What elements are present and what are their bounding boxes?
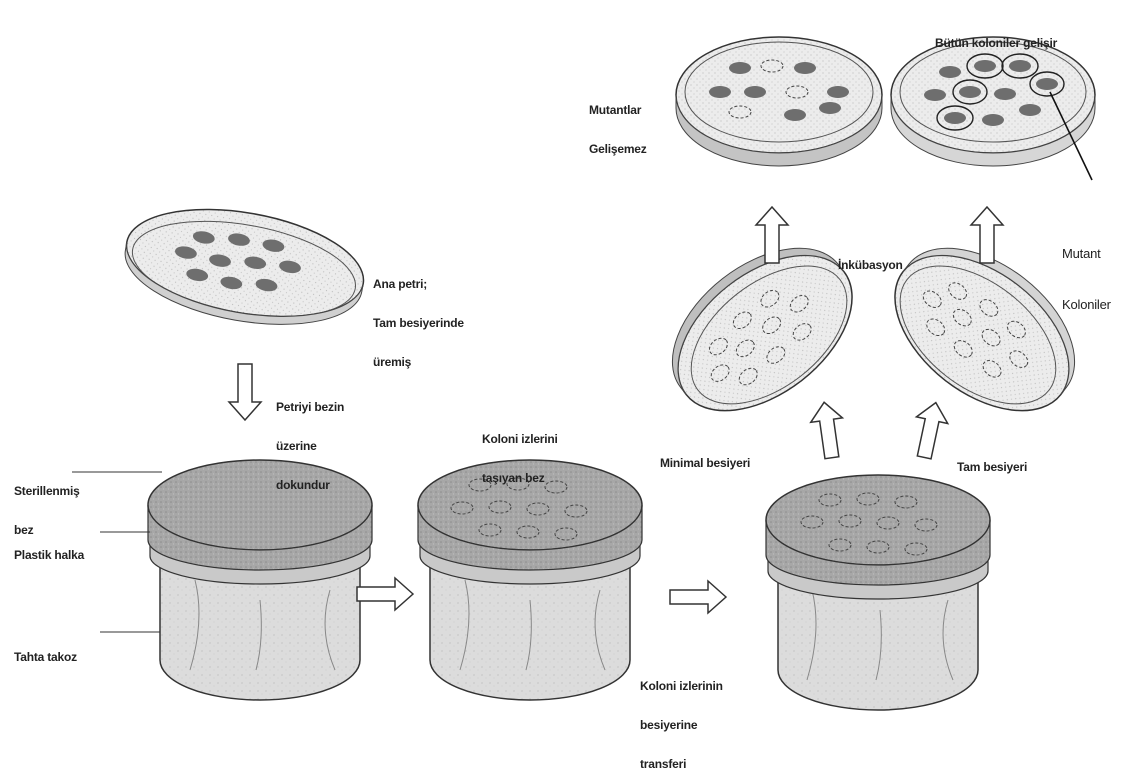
mutant-colonies-label: Mutant Koloniler [1062, 211, 1111, 330]
arrow-down-icon [229, 364, 261, 420]
minimal-medium-label: Minimal besiyeri [660, 431, 750, 483]
mutants-fail-label: Mutantlar Gelişemez [589, 78, 647, 169]
master-petri-dish [117, 193, 372, 341]
arrow-up-icon [808, 400, 847, 460]
incubation-label: İnkübasyon [838, 233, 903, 285]
incubated-minimal-petri-dish [676, 37, 882, 166]
full-medium-label: Tam besiyeri [957, 435, 1027, 487]
transfer-label: Koloni izlerinin besiyerine transferi [640, 654, 723, 784]
touch-plate-label: Petriyi bezin üzerine dokundur [276, 375, 344, 505]
colony-imprint-label: Koloni izlerini taşıyan bez [482, 407, 558, 498]
master-plate-label: Ana petri; Tam besiyerinde üremiş [373, 252, 464, 382]
wood-block-label: Tahta takoz [14, 625, 77, 677]
arrow-up-icon [909, 399, 952, 460]
all-grow-label: Bütün koloniler gelişir [935, 11, 1057, 63]
arrow-right-icon [357, 578, 413, 610]
plastic-ring-label: Plastik halka [14, 523, 84, 575]
arrow-right-icon [670, 581, 726, 613]
block-transfer [766, 475, 990, 710]
leader-lines [72, 472, 162, 632]
